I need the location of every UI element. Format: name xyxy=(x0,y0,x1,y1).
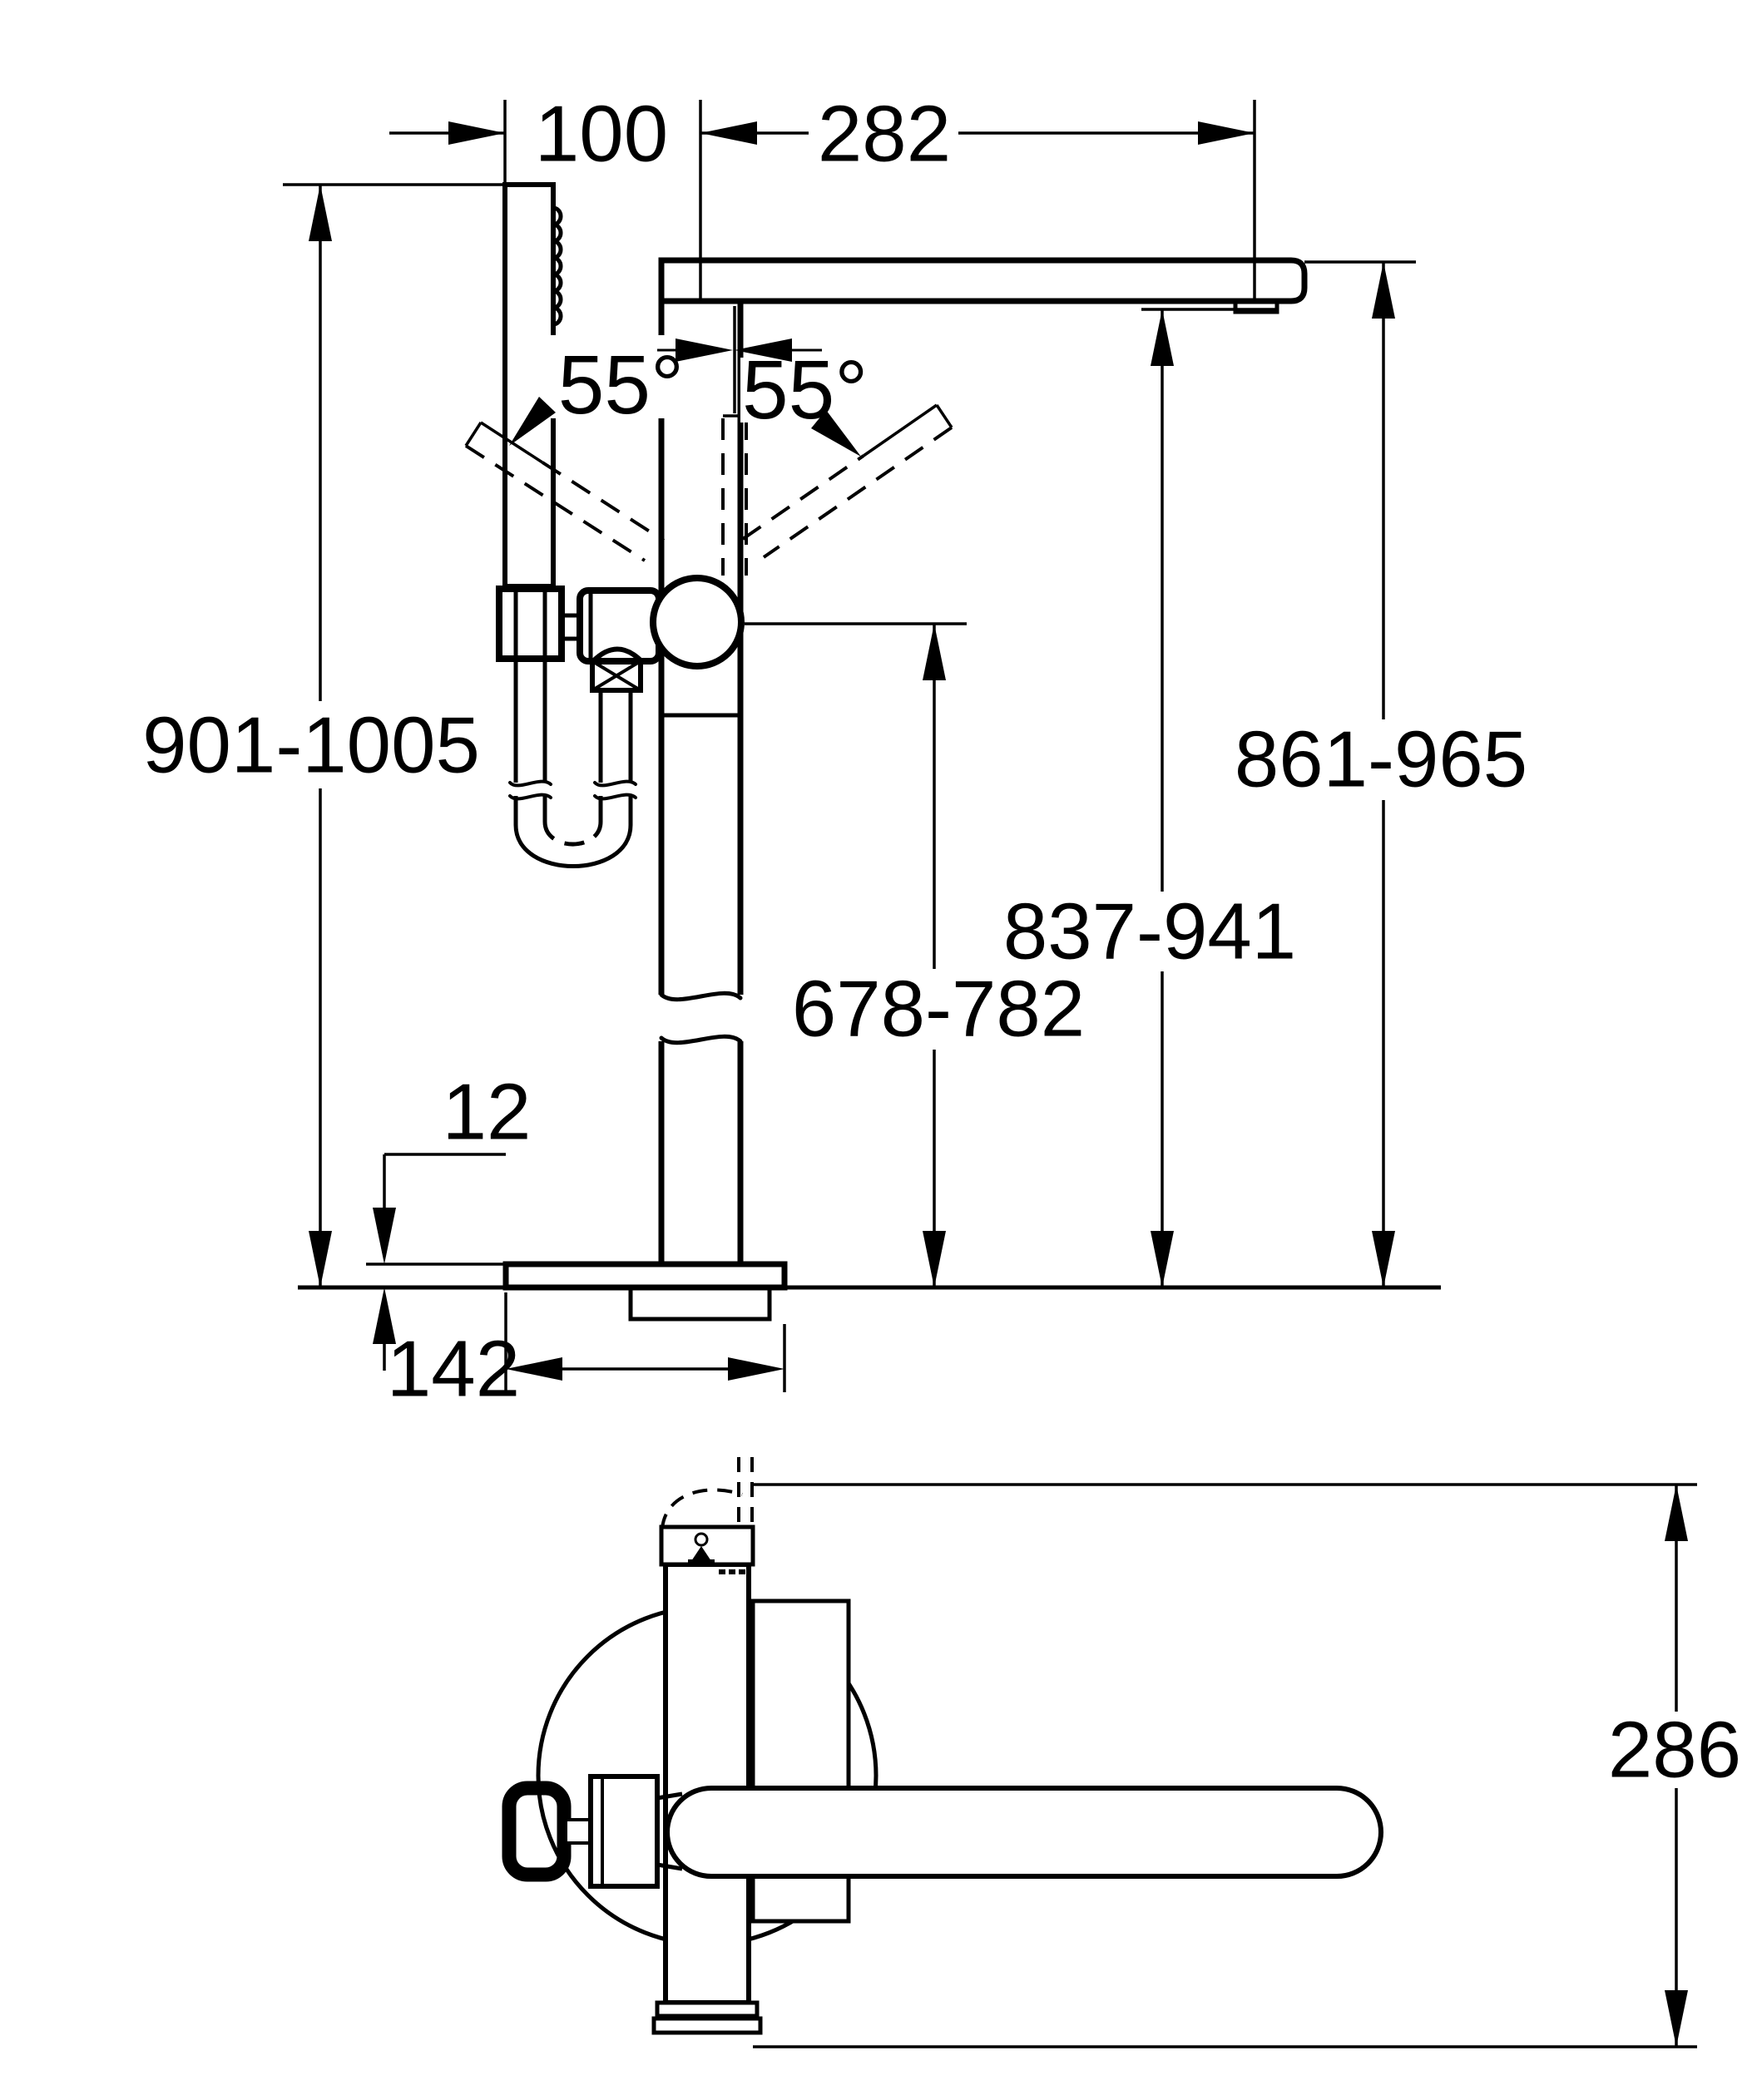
top-view-dimensions: 286 xyxy=(753,1483,1741,2048)
arrowhead xyxy=(923,624,946,680)
arrowhead xyxy=(1665,1485,1688,1541)
arrowhead xyxy=(309,185,332,241)
icon-box xyxy=(659,1524,755,1574)
base-plate xyxy=(366,1261,788,1322)
dim-282-label: 282 xyxy=(818,90,951,179)
arrowhead xyxy=(309,1231,332,1287)
dim-286-label: 286 xyxy=(1608,1706,1741,1795)
dim-142-label: 142 xyxy=(387,1325,520,1414)
arrowhead xyxy=(1372,262,1395,319)
lever-tilted-right xyxy=(741,403,953,559)
arrowhead xyxy=(735,338,792,362)
dim-678-782-label: 678-782 xyxy=(792,965,1085,1054)
dim-837-941-label: 837-941 xyxy=(1003,887,1296,976)
lever-handle-plan xyxy=(656,1786,1383,1879)
top-plan-view: 286 xyxy=(502,1457,1741,2048)
front-dimensions: 100 282 55° 55° 901-1005 861-965 xyxy=(142,90,1527,1414)
person-icon xyxy=(694,1532,709,1547)
dim-55-right-label: 55° xyxy=(742,343,868,437)
spout-plan xyxy=(651,1562,763,2035)
lever-ball-joint xyxy=(650,575,745,670)
arrowhead xyxy=(1151,1231,1174,1287)
lever-tilted-left xyxy=(464,421,666,562)
shower-hose-loop xyxy=(508,586,637,868)
riser-column xyxy=(658,301,744,1264)
diverter-valve xyxy=(590,646,644,725)
arrowhead xyxy=(811,410,861,457)
hidden-riser-pipe xyxy=(661,1457,754,1529)
arrowhead xyxy=(700,121,757,145)
arrowhead xyxy=(1198,121,1255,145)
arrowhead xyxy=(509,397,556,446)
arrowhead xyxy=(676,338,733,362)
arrowhead xyxy=(923,1231,946,1287)
shower-holder xyxy=(496,586,582,662)
diverter-knob-plan xyxy=(502,1774,660,1889)
dim-901-1005-label: 901-1005 xyxy=(142,701,480,790)
dim-12-label: 12 xyxy=(443,1068,532,1157)
spout xyxy=(658,257,1308,314)
dim-861-965-label: 861-965 xyxy=(1235,715,1527,804)
arrowhead xyxy=(1665,1990,1688,2047)
arrowhead xyxy=(728,1357,784,1381)
arrowhead xyxy=(1151,309,1174,366)
dim-55-left-label: 55° xyxy=(558,338,684,432)
arrowhead xyxy=(1372,1231,1395,1287)
spray-face xyxy=(552,205,563,327)
arrowhead xyxy=(448,121,505,145)
arrowhead xyxy=(373,1208,396,1264)
arrowhead xyxy=(506,1357,562,1381)
front-elevation-view: 100 282 55° 55° 901-1005 861-965 xyxy=(142,90,1527,1414)
spout-outlet xyxy=(1233,299,1279,314)
dim-100-label: 100 xyxy=(535,90,668,179)
arrowhead xyxy=(373,1287,396,1344)
